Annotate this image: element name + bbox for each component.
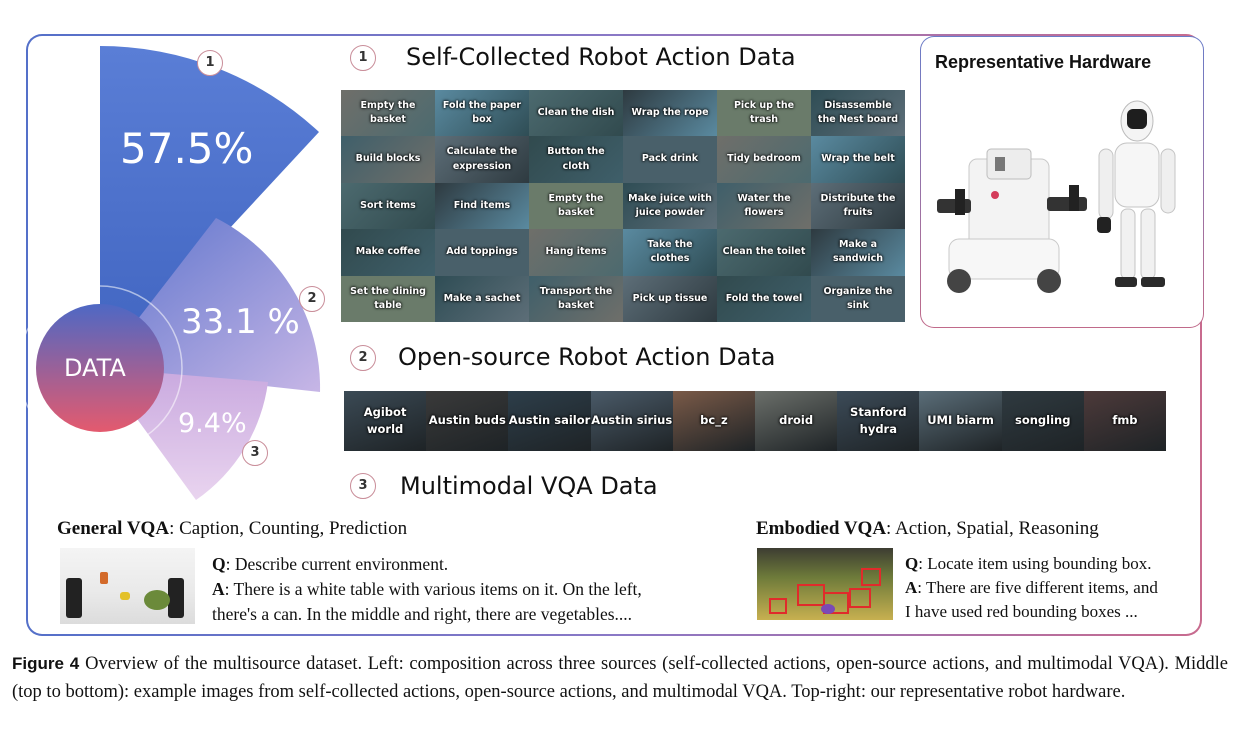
general-vqa-answer-2: there's a can. In the middle and right, …: [212, 604, 633, 624]
open-source-tile: bc_z: [672, 391, 756, 451]
embodied-vqa-topics: : Action, Spatial, Reasoning: [886, 518, 1099, 539]
open-source-tile: Agibot world: [344, 391, 427, 451]
center-circle: [36, 304, 164, 432]
embodied-vqa-qa: Q: Locate item using bounding box. A: Th…: [905, 552, 1158, 624]
section-1-number: 1: [350, 45, 376, 71]
section-3-number: 3: [350, 473, 376, 499]
task-tile: Sort items: [341, 182, 435, 230]
task-tile: Wrap the rope: [623, 90, 717, 137]
general-q-text: : Describe current environment.: [225, 554, 449, 574]
task-tile: Wrap the belt: [811, 136, 905, 183]
embodied-vqa-heading: Embodied VQA: Action, Spatial, Reasoning: [756, 518, 1099, 540]
task-tile: Pack drink: [623, 136, 717, 183]
task-tile: Fold the paper box: [435, 90, 529, 137]
task-tile: Water the flowers: [717, 182, 811, 230]
task-tile: Make juice with juice powder: [623, 182, 717, 230]
task-tile: Pick up the trash: [717, 90, 811, 137]
open-source-tile: Stanford hydra: [837, 391, 920, 451]
embodied-vqa-question: Q: Locate item using bounding box.: [905, 552, 1158, 576]
task-tile: Clean the toilet: [717, 229, 811, 276]
a-label-2: A: [905, 578, 918, 597]
task-tile: Take the clothes: [623, 229, 717, 276]
general-vqa-topics: : Caption, Counting, Prediction: [169, 518, 408, 539]
section-1-title: Self-Collected Robot Action Data: [406, 43, 796, 71]
general-vqa-question: Q: Describe current environment.: [212, 552, 642, 577]
general-vqa-heading: General VQA: Caption, Counting, Predicti…: [57, 518, 407, 540]
open-source-tile: fmb: [1083, 391, 1167, 451]
a-label: A: [212, 579, 225, 599]
figure-number: Figure 4: [12, 654, 80, 673]
task-tile: Fold the towel: [717, 275, 811, 322]
general-vqa-image: [60, 548, 195, 624]
composition-chart: 57.5% 33.1 % 9.4% DATA 1 2 3: [17, 40, 336, 520]
general-a-line1: : There is a white table with various it…: [224, 579, 642, 599]
open-source-tile: songling: [1001, 391, 1084, 451]
embodied-vqa-answer-1: A: There are five different items, and: [905, 576, 1158, 600]
task-tile: Tidy bedroom: [717, 136, 811, 183]
hardware-panel: Representative Hardware: [920, 36, 1204, 328]
task-tile: Pick up tissue: [623, 275, 717, 322]
section-2-title: Open-source Robot Action Data: [398, 343, 776, 371]
task-tile: Button the cloth: [529, 136, 623, 183]
open-source-tile: UMI biarm: [919, 391, 1002, 451]
slice-2-number: 2: [299, 286, 325, 312]
task-tile: Calculate the expression: [435, 136, 529, 183]
task-tile: Empty the basket: [529, 182, 623, 230]
task-tile: Build blocks: [341, 136, 435, 183]
embodied-vqa-answer-2: I have used red bounding boxes ...: [905, 602, 1138, 621]
slice-3-value: 9.4%: [178, 408, 247, 439]
general-vqa-qa: Q: Describe current environment. A: Ther…: [212, 552, 642, 627]
caption-text: Overview of the multisource dataset. Lef…: [12, 654, 1229, 702]
embodied-vqa-label: Embodied VQA: [756, 518, 887, 539]
slice-2-value: 33.1 %: [181, 302, 300, 342]
slice-1-number: 1: [197, 50, 223, 76]
task-tile: Find items: [435, 182, 529, 230]
center-label: DATA: [64, 354, 126, 382]
open-source-tile: droid: [755, 391, 838, 451]
composition-svg: [17, 46, 321, 500]
task-tile: Disassemble the Nest board: [811, 90, 905, 137]
task-tile: Make a sachet: [435, 275, 529, 322]
embodied-q-text: : Locate item using bounding box.: [918, 554, 1152, 573]
task-tile: Set the dining table: [341, 275, 435, 322]
section-2-number: 2: [350, 345, 376, 371]
open-source-tile: Austin sailor: [508, 391, 591, 451]
open-source-tile: Austin sirius: [590, 391, 673, 451]
task-tile: Make a sandwich: [811, 229, 905, 276]
q-label: Q: [212, 554, 226, 574]
task-tile: Distribute the fruits: [811, 182, 905, 230]
task-tile: Organize the sink: [811, 275, 905, 322]
embodied-vqa-image: [757, 548, 893, 620]
task-tile: Transport the basket: [529, 275, 623, 322]
hardware-title: Representative Hardware: [935, 52, 1152, 72]
wheeled-robot-icon: [937, 148, 1087, 293]
section-3-title: Multimodal VQA Data: [400, 472, 658, 500]
general-vqa-answer-1: A: There is a white table with various i…: [212, 577, 642, 602]
task-tile: Empty the basket: [341, 90, 435, 137]
embodied-a-line1: : There are five different items, and: [917, 578, 1158, 597]
slice-1-value: 57.5%: [120, 124, 254, 173]
humanoid-robot-icon: [1097, 100, 1176, 287]
task-tile: Make coffee: [341, 229, 435, 276]
open-source-tile: Austin buds: [426, 391, 509, 451]
task-tile: Hang items: [529, 229, 623, 276]
slice-1: [100, 46, 319, 368]
slice-3-number: 3: [242, 440, 268, 466]
task-tile: Clean the dish: [529, 90, 623, 137]
robot-hardware-illustration: [937, 100, 1176, 293]
q-label-2: Q: [905, 554, 919, 573]
center-ring: [17, 285, 183, 451]
general-vqa-label: General VQA: [57, 518, 170, 539]
task-tile: Add toppings: [435, 229, 529, 276]
